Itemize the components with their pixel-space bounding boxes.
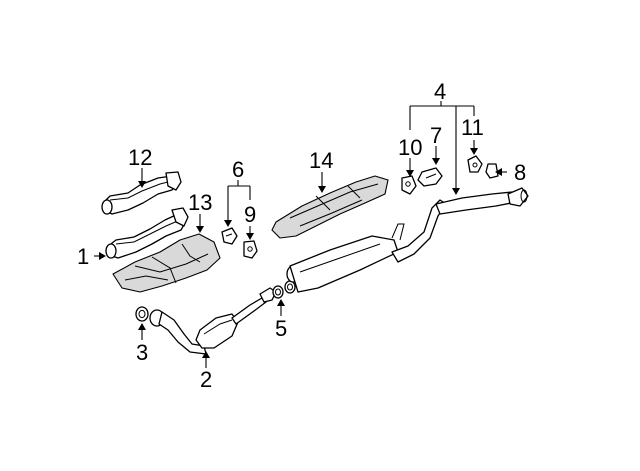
callout-6: 6 [232, 157, 244, 182]
callout-8: 8 [514, 160, 526, 185]
callout-7: 7 [430, 123, 442, 148]
part-7-hanger [417, 167, 443, 187]
part-6-hanger [221, 227, 238, 245]
callout-10: 10 [398, 135, 422, 160]
part-2-converter-pipe [149, 287, 277, 355]
part-5-gaskets [272, 280, 296, 299]
callout-1: 1 [77, 244, 89, 269]
callout-13: 13 [188, 190, 212, 215]
part-13-heat-shield [112, 233, 221, 293]
part-8-clamp [485, 163, 499, 179]
part-3-gasket [135, 306, 149, 322]
callout-12: 12 [128, 145, 152, 170]
part-11-insulator [467, 155, 483, 173]
part-9-insulator [243, 240, 258, 259]
callout-2: 2 [200, 367, 212, 392]
callout-9: 9 [244, 202, 256, 227]
callout-5: 5 [275, 316, 287, 341]
callout-11: 11 [461, 115, 484, 140]
callout-14: 14 [309, 148, 333, 173]
part-4-muffler-assembly [286, 187, 529, 293]
part-10-insulator [401, 175, 417, 195]
part-1-crossover-pipe [105, 207, 189, 259]
callout-3: 3 [136, 340, 148, 365]
leader-lines [94, 101, 507, 368]
part-12-crossover-pipe [101, 171, 182, 215]
part-14-heat-shield [271, 175, 389, 239]
callout-4: 4 [434, 79, 446, 104]
